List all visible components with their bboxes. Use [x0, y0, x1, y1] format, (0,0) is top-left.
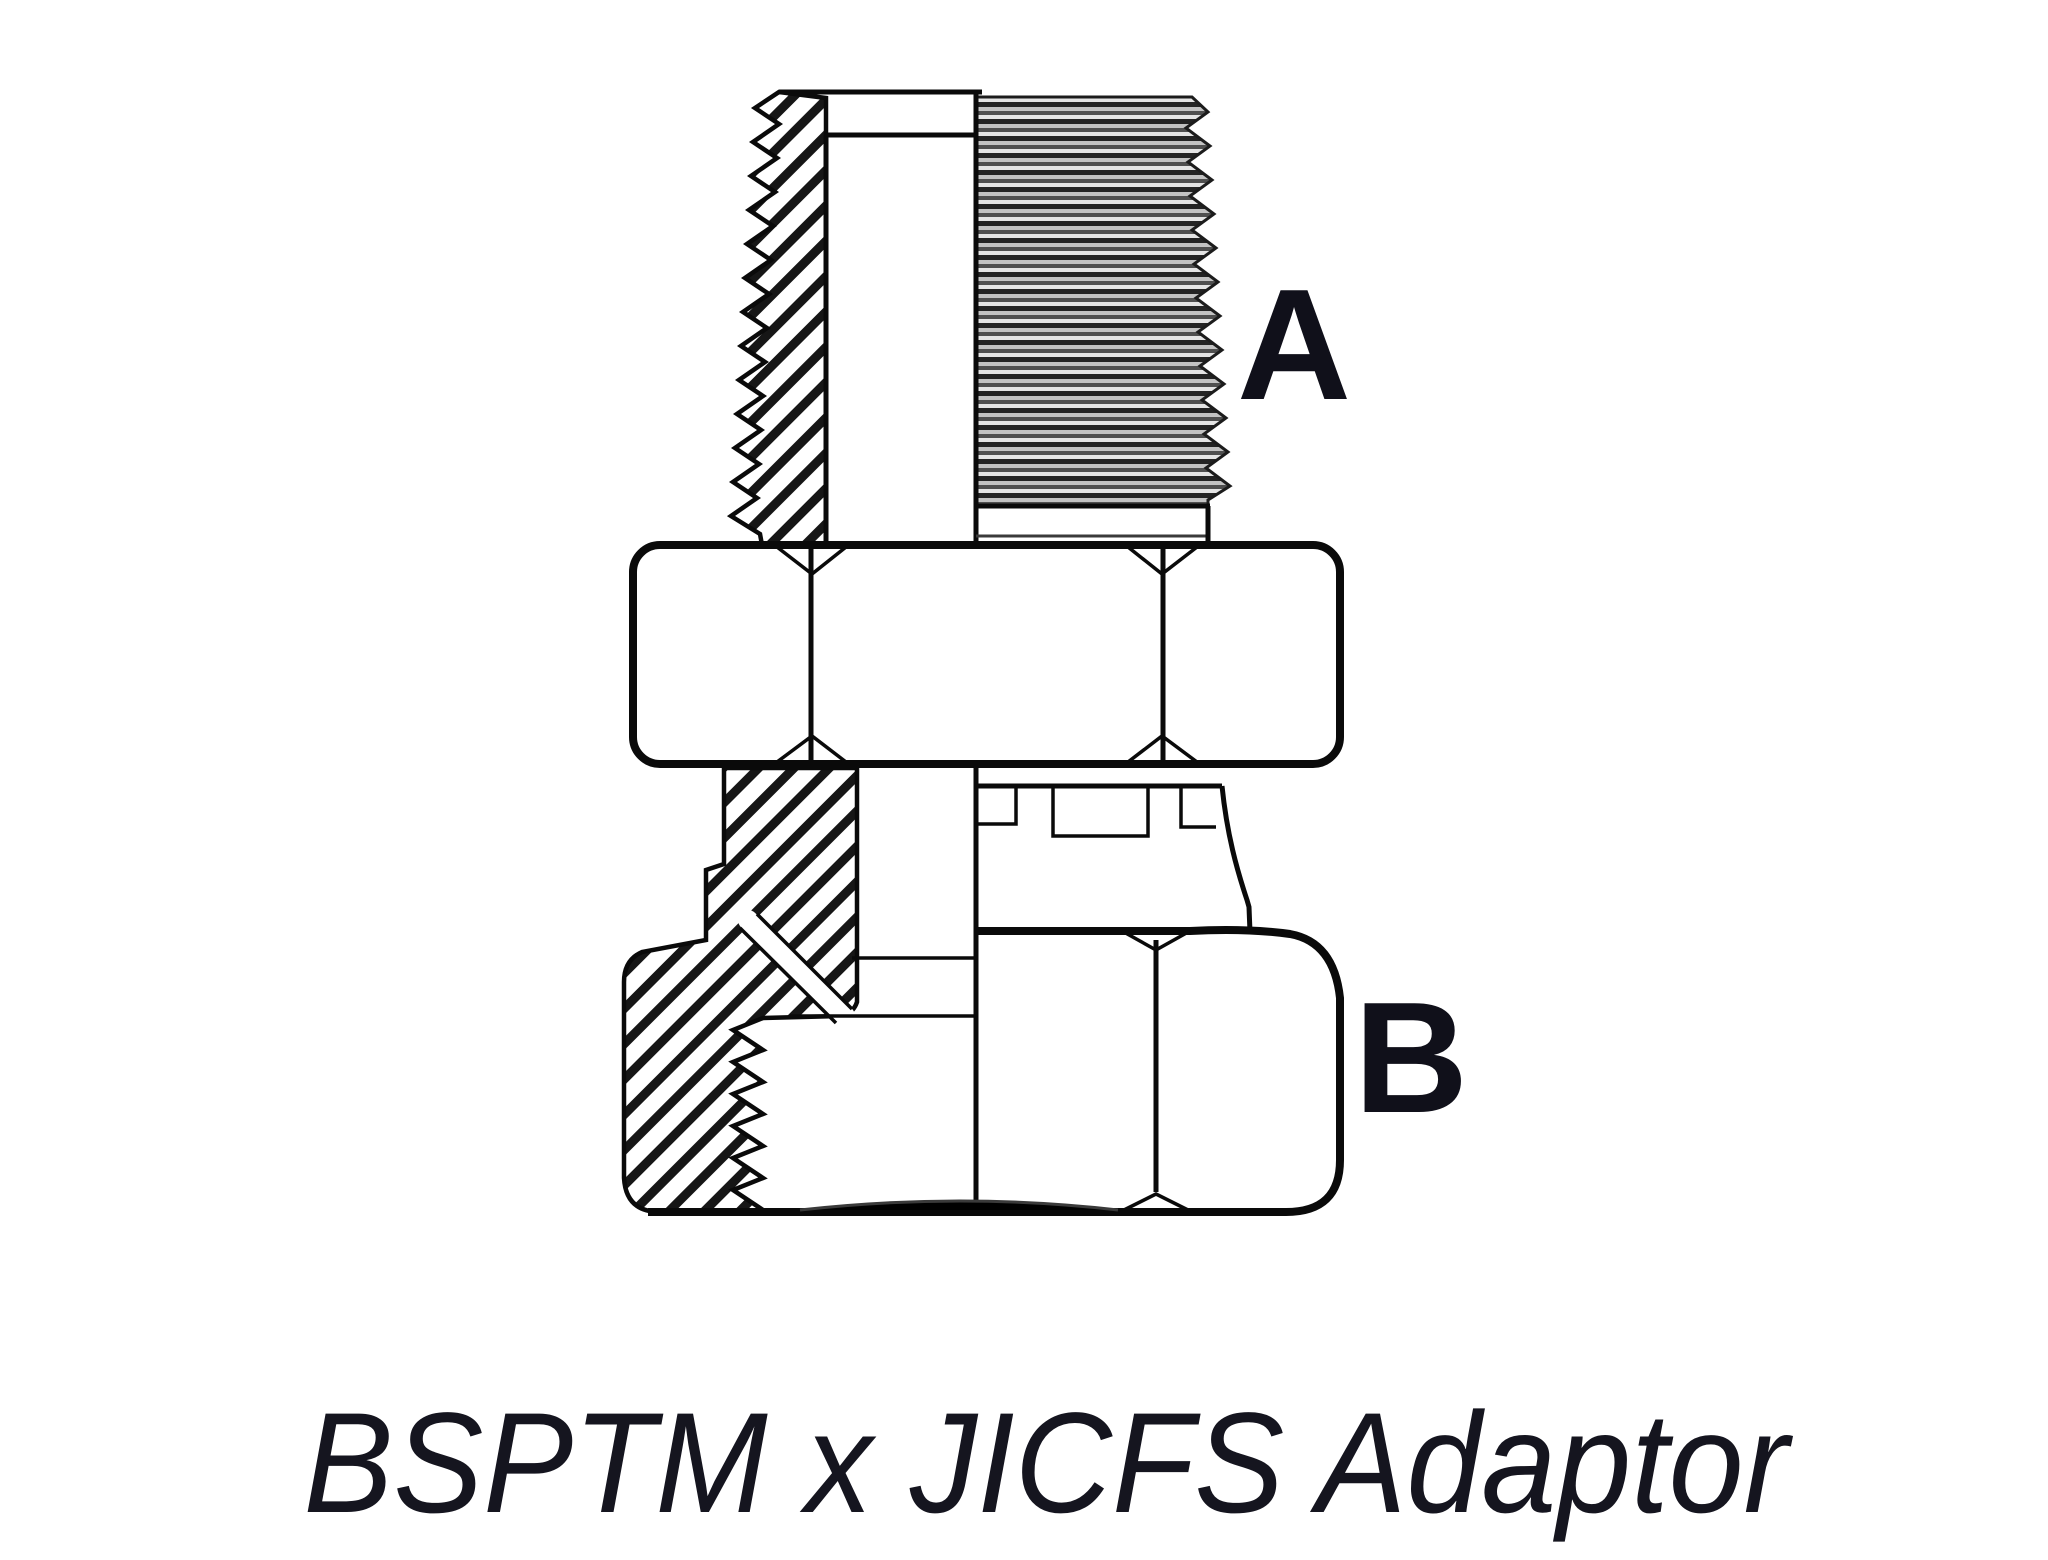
swivel-nut-b [648, 926, 1344, 1216]
hex-chamfer-bottom-left [775, 733, 848, 764]
port-label-b: B [1354, 970, 1468, 1146]
hex-chamfer-top-right [1126, 545, 1199, 577]
crown-slot-2 [1051, 786, 1150, 838]
seat-cone-edge-lower [738, 926, 838, 1025]
figure-caption: BSPTM x JICFS Adaptor [304, 1384, 1794, 1543]
hex-nut [629, 541, 1344, 768]
b-nut-outline [648, 926, 1344, 1216]
swivel-crown [978, 783, 1253, 933]
body-section-lower-left [621, 765, 979, 1215]
section-thread-wall-left [726, 89, 829, 548]
external-thread-right [974, 95, 1233, 508]
b-nut-chamfer-top [1121, 929, 1191, 953]
hex-chamfer-top-left [775, 545, 848, 577]
collar-flare-edge [1219, 785, 1253, 933]
hex-nut-outline [629, 541, 1344, 768]
bspt-male-thread-section [726, 89, 1233, 548]
hex-chamfer-bottom-right [1126, 733, 1199, 764]
seat-cone-edge-upper [755, 912, 854, 1011]
b-nut-face-bottom-arc [799, 1199, 1119, 1212]
crown-slot-1 [978, 786, 1018, 826]
port-label-a: A [1237, 257, 1351, 433]
b-nut-chamfer-bottom [1119, 1192, 1193, 1214]
seat-cone-channel [738, 910, 855, 1026]
crown-slot-3 [1179, 786, 1216, 829]
